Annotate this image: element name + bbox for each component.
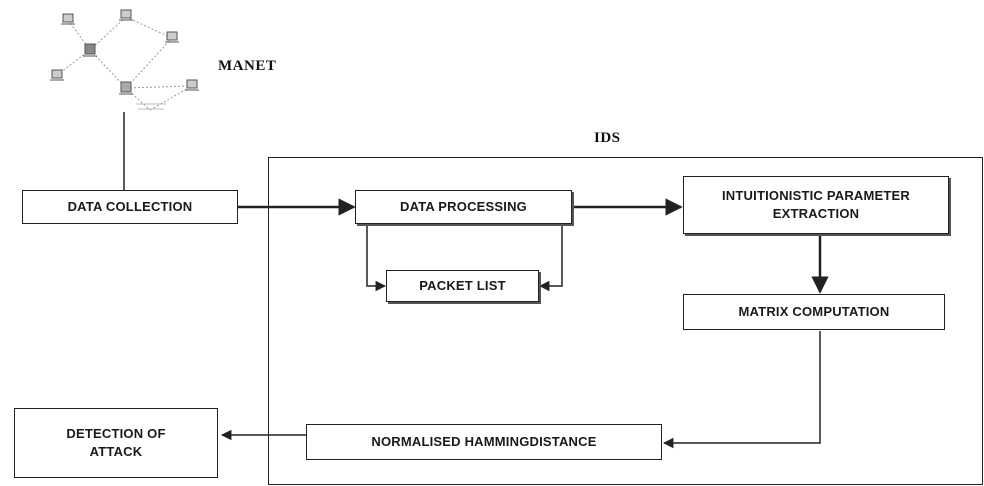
computer-node-icon [50, 69, 64, 81]
computer-node-icon [119, 9, 133, 21]
computer-node-icon [83, 43, 97, 57]
manet-network-icon [56, 16, 193, 111]
arrow-matrix-to-hamming [662, 331, 821, 449]
arrow-processing-to-packet-right [538, 224, 563, 292]
detection-of-attack-box: DETECTION OF ATTACK [14, 408, 218, 478]
node-caption [136, 103, 166, 110]
computer-node-icon [185, 79, 199, 91]
normalised-hamming-distance-box: NORMALISED HAMMINGDISTANCE [306, 424, 662, 460]
matrix-computation-box: MATRIX COMPUTATION [683, 294, 945, 330]
computer-node-icon [61, 13, 75, 25]
arrow-processing-to-packet-left [366, 224, 387, 292]
manet-label: MANET [218, 58, 277, 74]
packet-list-box: PACKET LIST [386, 270, 539, 302]
intuitionistic-parameter-extraction-box: INTUITIONISTIC PARAMETER EXTRACTION [683, 176, 949, 234]
data-collection-box: DATA COLLECTION [22, 190, 238, 224]
data-processing-box: DATA PROCESSING [355, 190, 572, 224]
ids-label: IDS [594, 130, 621, 146]
computer-node-icon [119, 81, 133, 95]
computer-node-icon [165, 31, 179, 43]
ids-container [268, 157, 983, 485]
